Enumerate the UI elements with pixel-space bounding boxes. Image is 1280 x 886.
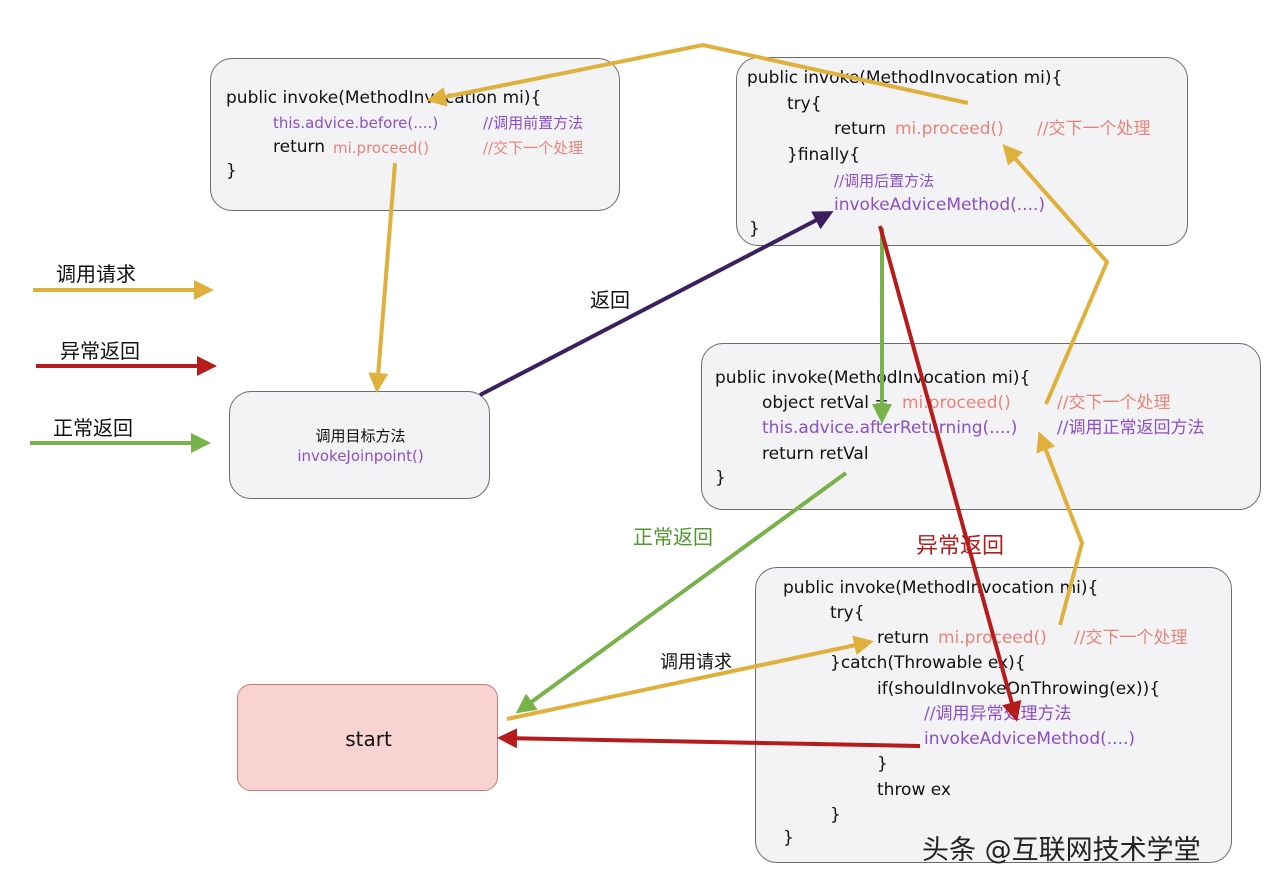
code-line: }	[226, 161, 237, 181]
target-code: invokeJoinpoint()	[297, 447, 424, 465]
start-label: start	[345, 727, 392, 751]
target-title: 调用目标方法	[315, 427, 406, 445]
legend-normal-label: 正常返回	[53, 416, 133, 440]
code-comment: //调用前置方法	[483, 114, 584, 132]
code-comment: //交下一个处理	[1074, 628, 1188, 648]
code-line: return retVal	[762, 444, 869, 464]
code-line: this.advice.afterReturning(....)	[762, 418, 1018, 438]
after-returning-box: public invoke(MethodInvocation mi){ obje…	[701, 343, 1261, 510]
code-line: }	[830, 805, 841, 825]
code-line: mi.proceed()	[333, 139, 430, 157]
exception-return-label: 异常返回	[916, 534, 1005, 559]
code-line: }	[783, 828, 794, 848]
target-method-box: 调用目标方法 invokeJoinpoint()	[229, 391, 490, 499]
return-label: 返回	[590, 288, 630, 312]
code-line: invokeAdviceMethod(....)	[834, 195, 1046, 215]
code-comment: //调用后置方法	[834, 172, 935, 190]
code-comment: //调用异常处理方法	[924, 704, 1072, 724]
code-keyword: object retVal =	[762, 393, 889, 413]
start-box: start	[237, 684, 498, 791]
code-line: }catch(Throwable ex){	[830, 653, 1026, 673]
code-line: throw ex	[877, 780, 951, 800]
after-throwing-box: public invoke(MethodInvocation mi){ try{…	[755, 567, 1232, 863]
code-comment: //交下一个处理	[1037, 119, 1151, 139]
code-keyword: return	[834, 119, 886, 139]
code-line: }	[877, 754, 888, 774]
code-comment: //交下一个处理	[1057, 393, 1171, 413]
code-keyword: return	[273, 137, 325, 157]
code-line: public invoke(MethodInvocation mi){	[747, 68, 1063, 88]
after-advice-box: public invoke(MethodInvocation mi){ try{…	[736, 57, 1188, 246]
code-line: if(shouldInvokeOnThrowing(ex)){	[877, 679, 1161, 699]
normal-return-label: 正常返回	[633, 525, 713, 549]
before-advice-box: public invoke(MethodInvocation mi){ this…	[210, 58, 620, 211]
call-request-label: 调用请求	[660, 652, 732, 673]
legend-call-label: 调用请求	[56, 262, 136, 286]
code-comment: //交下一个处理	[483, 139, 584, 157]
code-line: invokeAdviceMethod(....)	[924, 729, 1136, 749]
watermark-text: 头条 @互联网技术学堂	[922, 835, 1201, 866]
code-line: try{	[830, 603, 865, 623]
code-line: }	[749, 219, 760, 239]
code-line: mi.proceed()	[895, 119, 1004, 139]
code-line: }finally{	[787, 145, 861, 165]
code-line: public invoke(MethodInvocation mi){	[715, 368, 1031, 388]
code-keyword: return	[877, 628, 929, 648]
code-line: }	[715, 468, 726, 488]
code-line: public invoke(MethodInvocation mi){	[783, 578, 1099, 598]
code-line: public invoke(MethodInvocation mi){	[226, 88, 542, 108]
code-comment: //调用正常返回方法	[1057, 418, 1205, 438]
code-line: mi.proceed()	[902, 393, 1011, 413]
legend-exception-label: 异常返回	[60, 339, 140, 363]
code-line: this.advice.before(....)	[273, 114, 439, 132]
code-line: try{	[787, 94, 822, 114]
code-line: mi.proceed()	[938, 628, 1047, 648]
